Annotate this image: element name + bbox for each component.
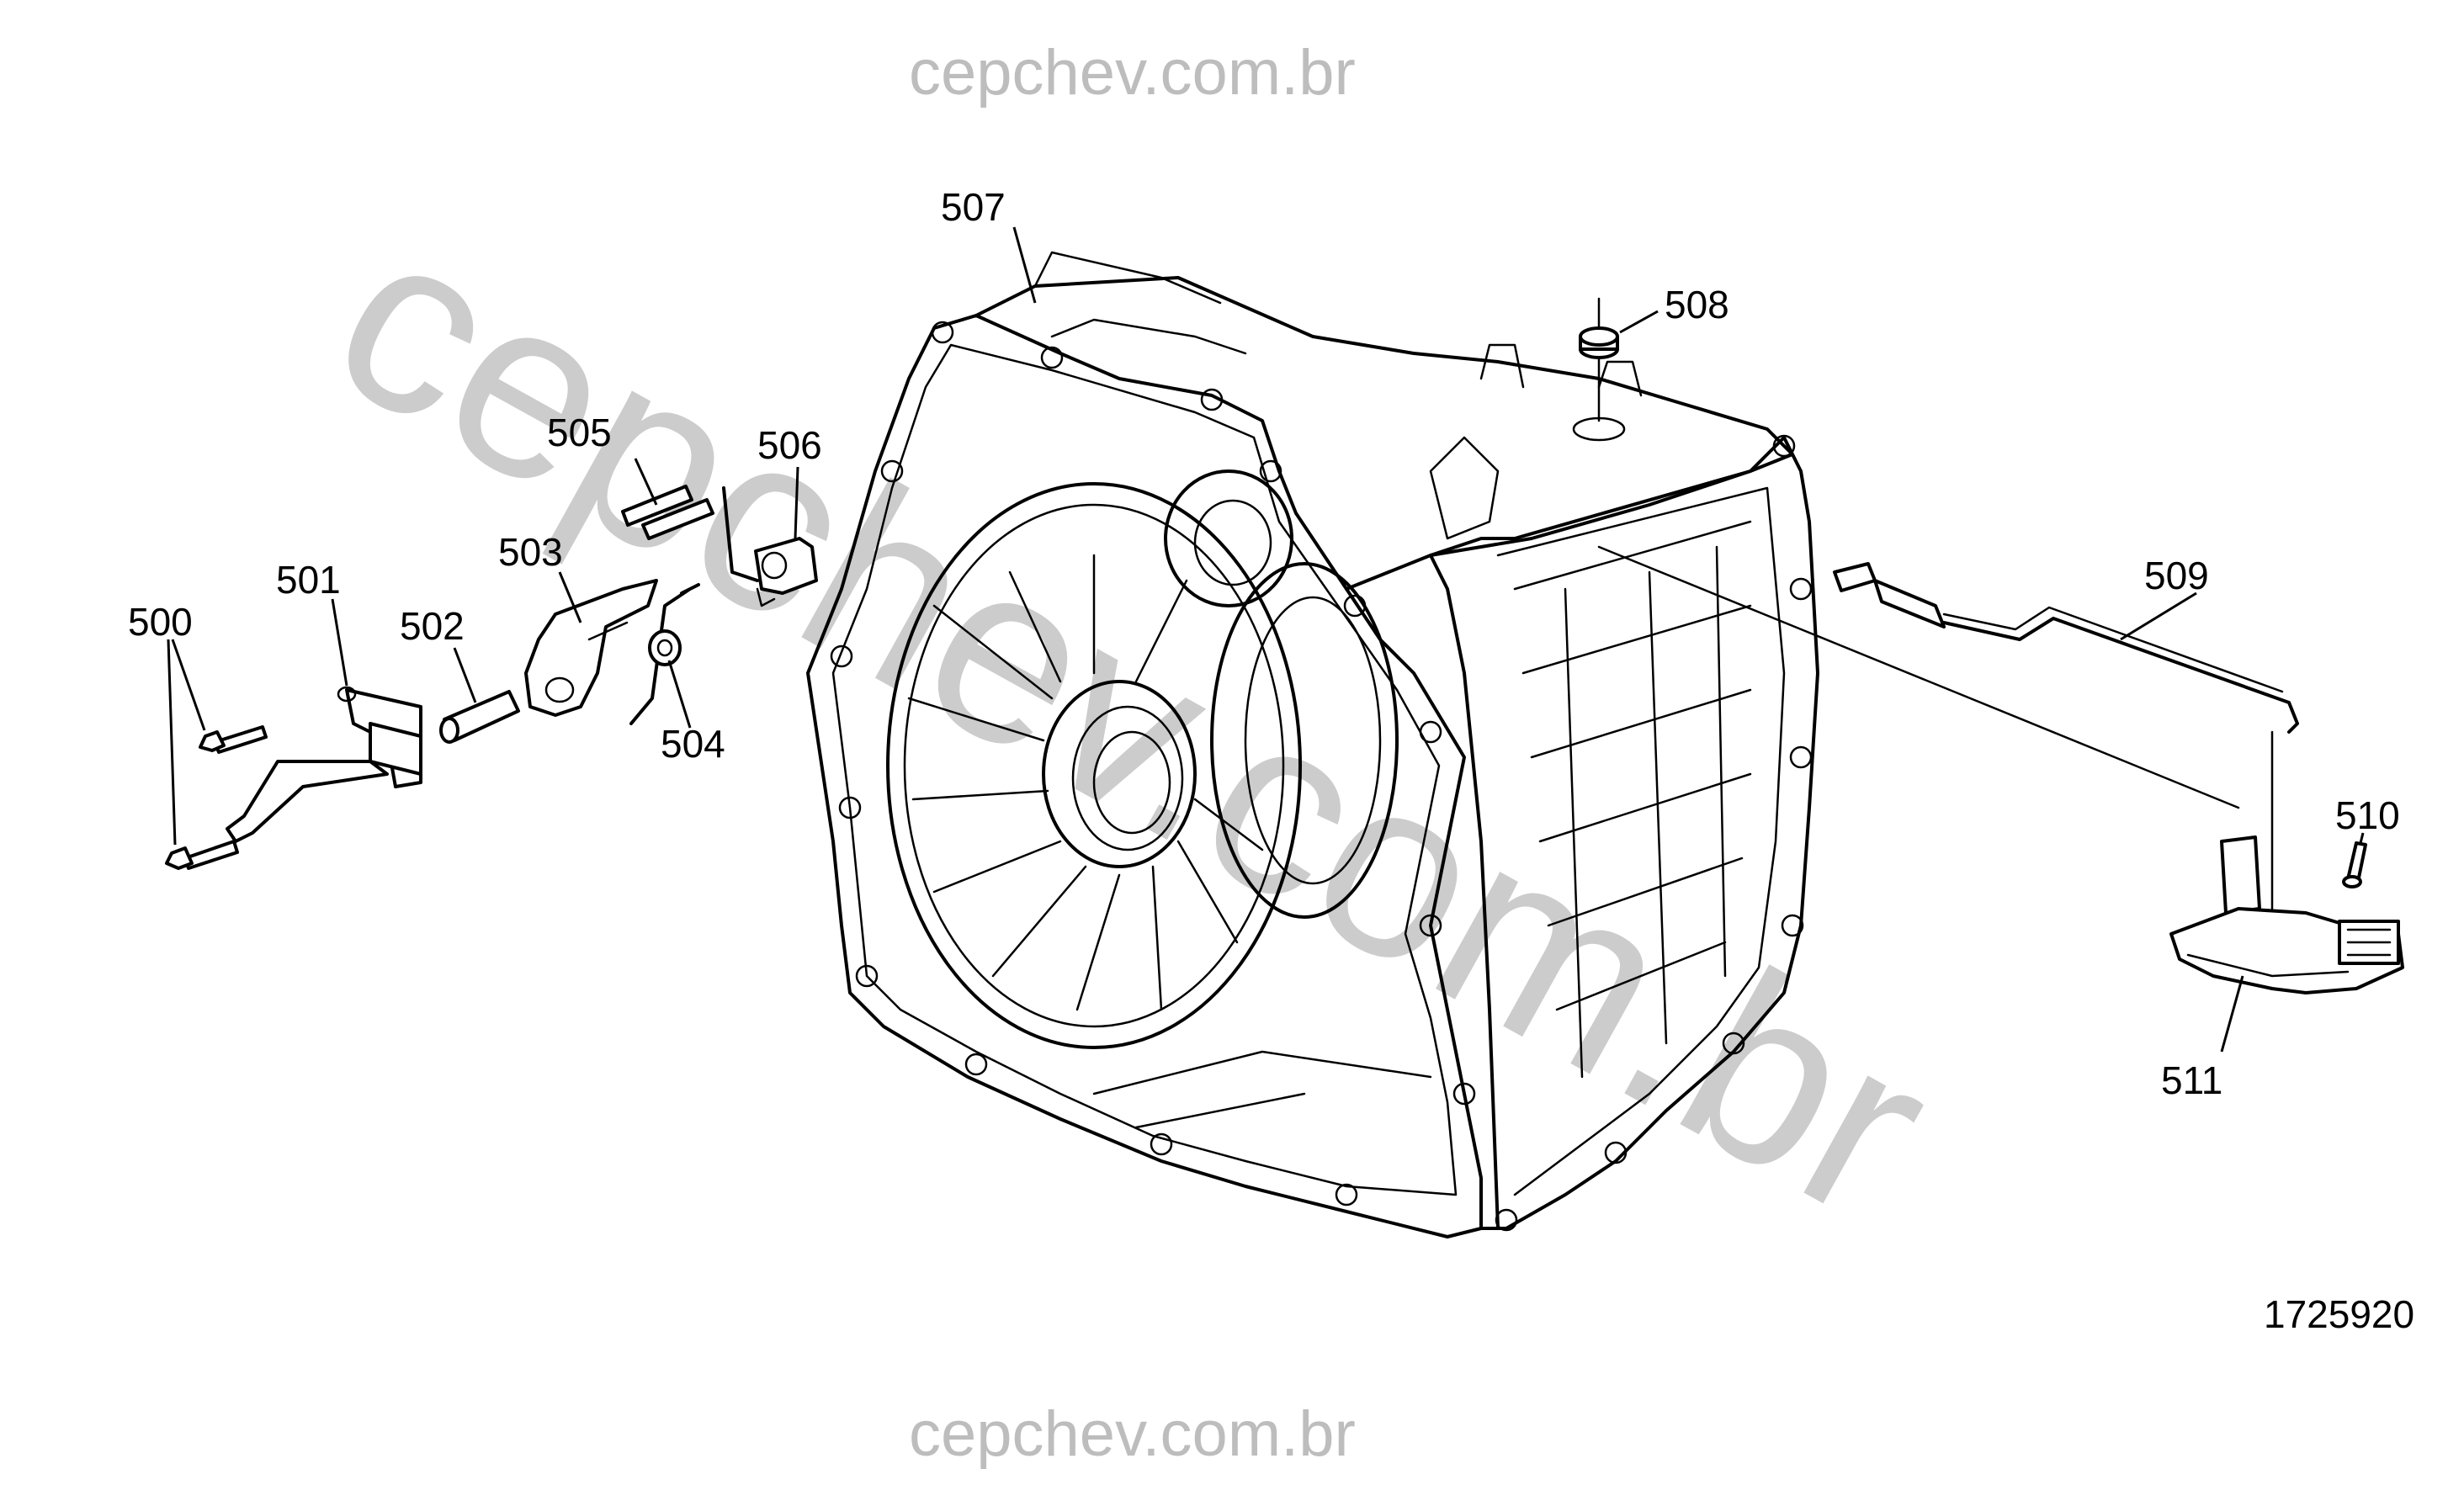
callout-508: 508 [1665,283,1729,326]
part-510-bolt [2342,841,2367,888]
callout-500: 500 [128,600,193,644]
callout-503: 503 [498,530,563,574]
part-505-pins [621,485,759,582]
callout-labels: 500 501 502 503 504 505 506 507 508 509 … [128,185,2400,1102]
part-503-detent-lever [524,579,658,717]
callout-504: 504 [661,722,725,766]
part-504-spring [629,583,700,725]
part-502-pin [439,690,520,744]
transmission-case [806,251,1819,1238]
callout-511: 511 [2161,1058,2222,1102]
part-506-seal [754,537,818,607]
watermark-top: cepchev.com.br [909,37,1356,109]
watermark-bottom: cepchev.com.br [909,1398,1356,1470]
callout-510: 510 [2335,793,2400,837]
part-511-range-switch [2169,835,2404,994]
callout-509: 509 [2144,554,2209,597]
part-500-bolts [165,725,268,870]
part-501-bracket [226,686,422,843]
callout-506: 506 [757,423,822,467]
callout-507: 507 [941,185,1006,229]
part-508-plug [1572,297,1626,442]
figure-id: 1725920 [2264,1292,2414,1336]
part-509-shift-shaft [1597,545,2299,910]
callout-502: 502 [400,604,465,648]
callout-501: 501 [276,558,341,602]
callout-505: 505 [547,411,612,454]
leader-lines [167,226,2365,1053]
